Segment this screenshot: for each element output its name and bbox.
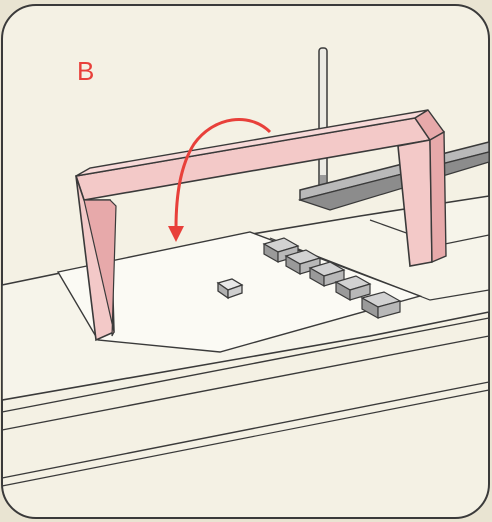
center-peg (216, 278, 244, 300)
step-label: B (77, 56, 95, 86)
needle-selector-keys (262, 237, 402, 320)
vertical-rod (318, 47, 328, 199)
sinker-bracket (74, 109, 447, 342)
rotation-arrow-icon (168, 118, 272, 242)
